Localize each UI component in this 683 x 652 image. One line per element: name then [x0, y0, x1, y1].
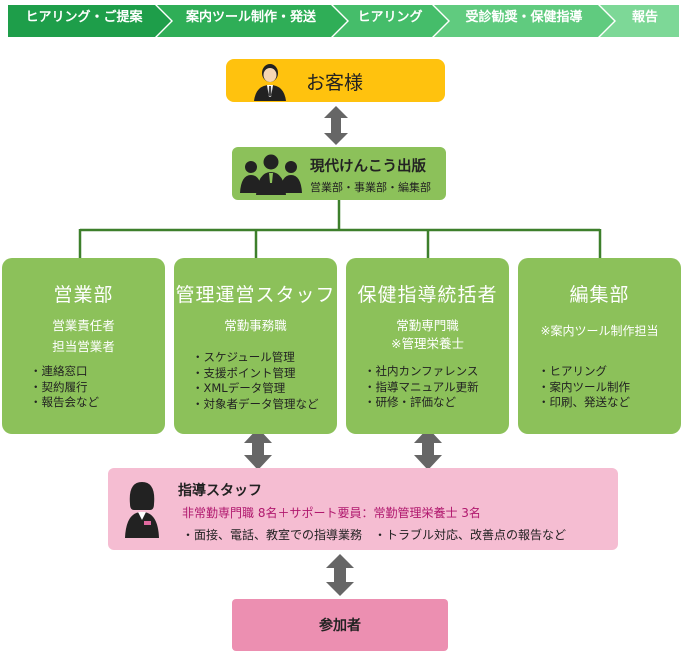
list-item: ・指導マニュアル更新 [364, 379, 479, 394]
dept-editorial: 編集部 ※案内ツール制作担当 ・ヒアリング ・案内ツール制作 ・印刷、発送など [518, 258, 681, 434]
list-item: ・対象者データ管理など [192, 396, 319, 411]
list-item: ・連絡窓口 [30, 364, 88, 378]
process-step-3: ヒアリング [357, 10, 423, 25]
process-step-5: 報告 [631, 10, 658, 25]
process-step-1: ヒアリング・ご提案 [25, 10, 143, 25]
process-step-2-shape [157, 5, 347, 37]
dept-list: ・スケジュール管理 ・支援ポイント管理 ・XMLデータ管理 ・対象者データ管理な… [192, 350, 319, 412]
dept-list: ・社内カンファレンス ・指導マニュアル更新 ・研修・評価など [364, 364, 479, 411]
dept-admin: 管理運営スタッフ 常勤事務職 ・スケジュール管理 ・支援ポイント管理 ・XMLデ… [174, 258, 337, 434]
company-name: 現代けんこう出版 [310, 159, 426, 175]
staff-box: 指導スタッフ 非常勤専門職 8名＋サポート要員：常勤管理栄養士 3名 ・面接、電… [108, 468, 618, 550]
double-arrow-icon [326, 554, 354, 596]
dept-sub: ※案内ツール制作担当 [540, 324, 659, 338]
company-sub: 営業部・事業部・編集部 [310, 181, 431, 194]
customer-label: お客様 [306, 72, 364, 94]
double-arrow-icon [244, 428, 272, 470]
dept-sales: 営業部 営業責任者 担当営業者 ・連絡窓口 ・契約履行 ・報告会など [2, 258, 165, 434]
participant-label: 参加者 [319, 618, 361, 634]
dept-supervisor: 保健指導統括者 常勤専門職 ※管理栄養士 ・社内カンファレンス ・指導マニュアル… [346, 258, 509, 434]
list-item: ・ヒアリング [538, 364, 607, 378]
participant-box: 参加者 [232, 599, 448, 651]
process-step-4-shape [434, 5, 614, 37]
dept-title: 保健指導統括者 [357, 284, 498, 306]
process-step-4: 受診勧奨・保健指導 [465, 10, 583, 25]
double-arrow-icon [324, 106, 348, 145]
list-item: ・スケジュール管理 [192, 350, 295, 364]
dept-sub: ※管理栄養士 [391, 336, 464, 351]
list-item: ・案内ツール制作 [538, 379, 630, 394]
process-bar: ヒアリング・ご提案 案内ツール制作・発送 ヒアリング 受診勧奨・保健指導 報告 [0, 0, 683, 42]
dept-title: 管理運営スタッフ [175, 284, 336, 306]
list-item: ・XMLデータ管理 [192, 381, 286, 395]
list-item: ・支援ポイント管理 [192, 365, 296, 380]
list-item: ・印刷、発送など [538, 395, 630, 409]
staff-highlight: 非常勤専門職 8名＋サポート要員：常勤管理栄養士 3名 [182, 506, 481, 520]
list-item: ・社内カンファレンス [364, 364, 479, 378]
list-item: ・研修・評価など [364, 395, 456, 409]
dept-sub: 営業責任者 [52, 318, 115, 333]
woman-icon [125, 482, 159, 538]
dept-list: ・連絡窓口 ・契約履行 ・報告会など [30, 364, 99, 411]
list-item: ・報告会など [30, 395, 99, 409]
process-step-1-shape [8, 5, 171, 37]
process-step-5-shape [600, 5, 679, 37]
org-tree-lines [78, 200, 602, 258]
company-box: 現代けんこう出版 営業部・事業部・編集部 [232, 147, 446, 200]
double-arrow-icon [414, 428, 442, 470]
person-icon [254, 64, 286, 101]
list-item: ・契約履行 [30, 379, 88, 394]
dept-list: ・ヒアリング ・案内ツール制作 ・印刷、発送など [538, 364, 630, 411]
dept-sub: 常勤事務職 [224, 318, 287, 333]
dept-title: 編集部 [569, 284, 630, 306]
customer-box: お客様 [226, 59, 445, 102]
process-step-2: 案内ツール制作・発送 [185, 10, 316, 25]
dept-sub: 常勤専門職 [396, 318, 459, 333]
dept-title: 営業部 [53, 284, 114, 306]
process-bar-shapes [8, 5, 679, 37]
group-icon [240, 154, 302, 195]
staff-duties: ・面接、電話、教室での指導業務 ・トラブル対応、改善点の報告など [182, 528, 567, 542]
process-step-3-shape [333, 5, 448, 37]
dept-sub: 担当営業者 [52, 339, 115, 354]
staff-title: 指導スタッフ [178, 483, 262, 499]
